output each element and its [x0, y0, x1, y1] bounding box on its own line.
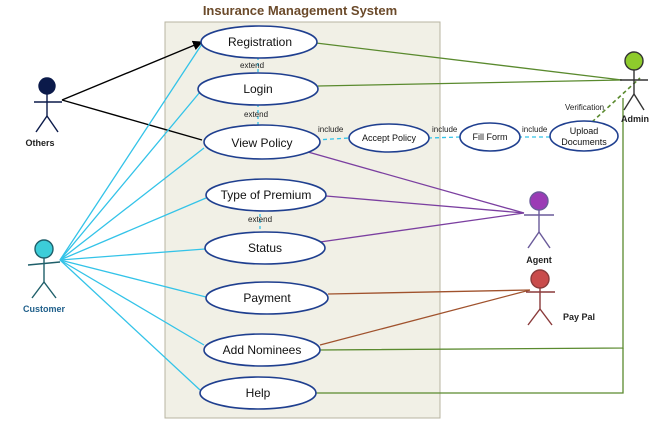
customer-to-status-line — [59, 248, 206, 261]
actor-label-admin: Admin — [621, 114, 649, 124]
admin-to-help-line — [316, 348, 624, 394]
usecase-label-add-nominees: Add Nominees — [223, 343, 302, 357]
usecase-accept-policy[interactable] — [348, 123, 430, 153]
include-label-1: include — [318, 125, 344, 134]
include-label-3: include — [522, 125, 548, 134]
actor-admin — [620, 51, 648, 111]
others-associations — [61, 40, 203, 141]
usecase-view-policy[interactable] — [203, 124, 321, 160]
actor-admin-leg-right — [633, 93, 645, 111]
agent-to-premium-line — [325, 195, 525, 214]
usecase-status[interactable] — [204, 231, 326, 265]
include-links — [315, 136, 550, 141]
actor-admin-leg-left — [623, 93, 635, 111]
agent-to-view-policy-line — [307, 151, 525, 214]
paypal-associations — [319, 289, 531, 346]
paypal-to-nominees-line — [319, 289, 531, 346]
usecase-label-upload-line2: Documents — [561, 137, 607, 147]
customer-to-login-line — [59, 91, 201, 261]
usecase-help[interactable] — [199, 376, 317, 410]
others-to-registration-line — [61, 40, 203, 101]
customer-to-view-policy-line — [59, 147, 205, 261]
actor-paypal-leg-right — [539, 308, 553, 326]
customer-to-nominees-line — [59, 259, 205, 346]
extend-label-1: extend — [240, 61, 264, 70]
usecase-label-type-of-premium: Type of Premium — [221, 188, 312, 202]
include-label-2: include — [432, 125, 458, 134]
admin-associations — [315, 42, 641, 394]
actor-customer-leg-left — [31, 281, 45, 299]
actor-others-head — [38, 77, 56, 95]
usecase-registration[interactable] — [200, 25, 318, 59]
usecase-fill-form[interactable] — [459, 122, 521, 152]
usecase-label-upload-line1: Upload — [570, 126, 599, 136]
actor-agent-leg-right — [538, 231, 551, 249]
include-line-view-accept — [315, 137, 350, 141]
usecase-payment[interactable] — [205, 281, 329, 315]
agent-to-status-line — [319, 212, 525, 243]
actor-label-others: Others — [25, 138, 54, 148]
customer-associations — [59, 43, 207, 391]
actor-others-leg-right — [46, 115, 59, 133]
actor-paypal — [526, 269, 555, 326]
admin-to-registration-line — [315, 42, 623, 81]
others-to-view-policy-line — [61, 99, 203, 141]
customer-to-help-line — [59, 259, 201, 391]
use-cases — [197, 25, 619, 410]
extend-label-3: extend — [248, 215, 272, 224]
actor-admin-head — [624, 51, 644, 71]
actor-paypal-leg-left — [527, 308, 541, 326]
actor-others-leg-left — [35, 115, 48, 133]
usecase-add-nominees[interactable] — [203, 333, 321, 367]
verification-label: Verification — [565, 103, 604, 112]
agent-associations — [307, 151, 525, 243]
actor-customer-leg-right — [43, 281, 57, 299]
usecase-login[interactable] — [197, 72, 319, 106]
usecase-upload-documents[interactable] — [549, 120, 619, 152]
actor-paypal-head — [530, 269, 550, 289]
actor-customer-arms — [27, 261, 61, 266]
usecase-label-help: Help — [246, 386, 271, 400]
diagram-title: Insurance Management System — [203, 3, 397, 18]
include-line-accept-form — [427, 136, 462, 139]
actor-label-paypal: Pay Pal — [563, 312, 595, 322]
admin-verification-line — [591, 77, 641, 123]
actor-customer-head — [34, 239, 54, 259]
usecase-label-registration: Registration — [228, 35, 292, 49]
actor-agent-head — [529, 191, 549, 211]
customer-to-registration-line — [59, 43, 203, 261]
usecase-label-accept-policy: Accept Policy — [362, 133, 417, 143]
actor-customer — [27, 239, 61, 299]
usecase-label-view-policy: View Policy — [231, 136, 292, 150]
usecase-label-fill-form: Fill Form — [473, 132, 508, 142]
extend-label-2: extend — [244, 110, 268, 119]
admin-to-login-line — [317, 79, 623, 87]
usecase-label-payment: Payment — [243, 291, 291, 305]
actor-label-agent: Agent — [526, 255, 552, 265]
usecase-label-login: Login — [243, 82, 272, 96]
customer-to-premium-line — [59, 197, 207, 261]
extend-links — [257, 57, 261, 235]
actor-agent-leg-left — [527, 231, 540, 249]
actor-others — [34, 77, 62, 133]
actor-agent — [524, 191, 554, 249]
usecase-label-status: Status — [248, 241, 282, 255]
paypal-to-payment-line — [327, 289, 531, 295]
usecase-type-of-premium[interactable] — [205, 178, 327, 212]
actor-label-customer: Customer — [23, 304, 66, 314]
customer-to-payment-line — [59, 259, 207, 298]
